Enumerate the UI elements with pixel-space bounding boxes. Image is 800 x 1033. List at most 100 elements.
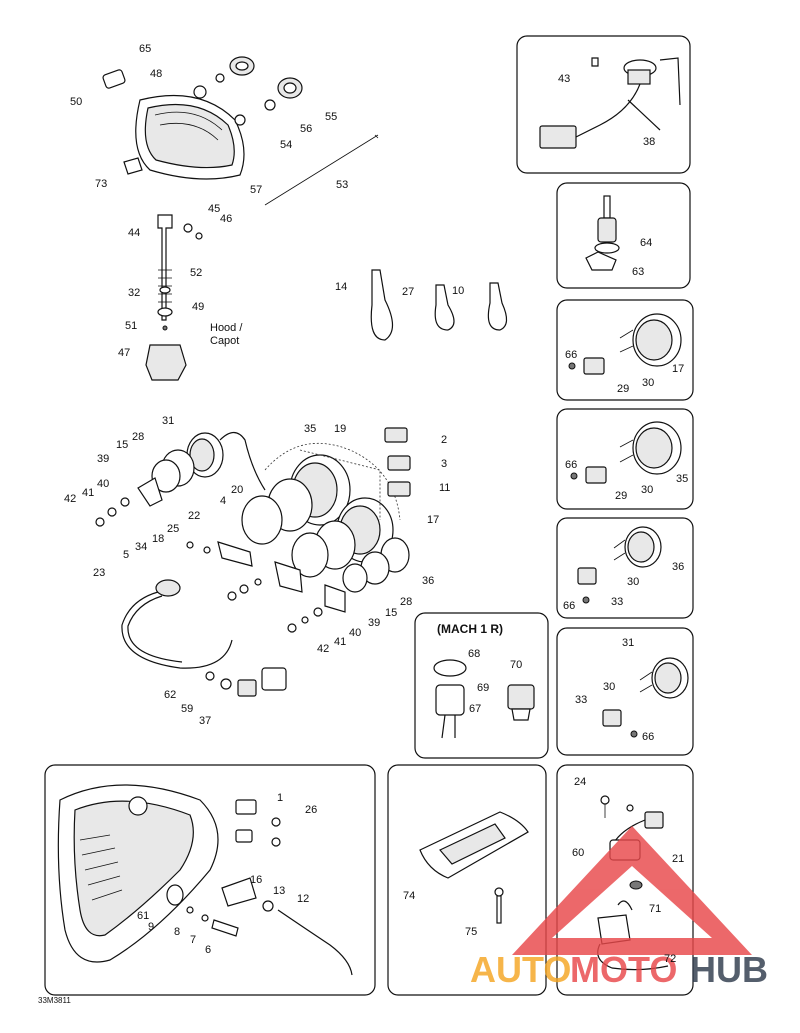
callout-74: 74 (403, 890, 415, 902)
callout-60: 60 (572, 847, 584, 859)
panel-gauge-31 (556, 627, 694, 756)
watermark: AUTO MOTO HUB (470, 826, 768, 990)
callout-66: 66 (642, 731, 654, 743)
cable-ties (370, 269, 508, 341)
callout-27: 27 (402, 286, 414, 298)
watermark-word-auto: AUTO (470, 949, 571, 990)
callout-31: 31 (162, 415, 174, 427)
callout-66: 66 (563, 600, 575, 612)
console-assembly (57, 784, 353, 976)
callout-28: 28 (400, 596, 412, 608)
callout-43: 43 (558, 73, 570, 85)
callout-47: 47 (118, 347, 130, 359)
callout-21: 21 (672, 853, 684, 865)
callout-26: 26 (305, 804, 317, 816)
panel-gauge-36 (556, 517, 694, 619)
callout-48: 48 (150, 68, 162, 80)
panel-plate (387, 764, 547, 996)
callout-40: 40 (97, 478, 109, 490)
callout-50: 50 (70, 96, 82, 108)
callout-11: 11 (439, 482, 450, 494)
callout-5: 5 (123, 549, 129, 561)
watermark-triangle-logo (512, 826, 752, 955)
callout-73: 73 (95, 178, 107, 190)
callout-30: 30 (641, 484, 653, 496)
mounting-plate (419, 811, 529, 924)
callout-33: 33 (575, 694, 587, 706)
callout-15: 15 (116, 439, 128, 451)
callout-52: 52 (190, 267, 202, 279)
callout-57: 57 (250, 184, 262, 196)
mach1r-parts (433, 659, 535, 739)
gauge-panel-31-art (602, 657, 689, 738)
callout-39: 39 (97, 453, 109, 465)
callout-71: 71 (649, 903, 661, 915)
callout-20: 20 (231, 484, 243, 496)
callout-31: 31 (622, 637, 634, 649)
callout-1: 1 (277, 792, 283, 804)
callout-62: 62 (164, 689, 176, 701)
callout-35: 35 (304, 423, 316, 435)
callout-42: 42 (317, 643, 329, 655)
callout-36: 36 (422, 575, 434, 587)
panel-harness (556, 764, 694, 996)
callout-15: 15 (385, 607, 397, 619)
callout-17: 17 (427, 514, 439, 526)
callout-12: 12 (297, 893, 309, 905)
callout-24: 24 (574, 776, 586, 788)
callout-66: 66 (565, 349, 577, 361)
panel-fuel-sender (516, 35, 691, 174)
callout-54: 54 (280, 139, 292, 151)
callout-25: 25 (167, 523, 179, 535)
callout-40: 40 (349, 627, 361, 639)
callout-37: 37 (199, 715, 211, 727)
callout-55: 55 (325, 111, 337, 123)
callout-72: 72 (664, 953, 676, 965)
callout-23: 23 (93, 567, 105, 579)
gauge-panel-35-art (570, 421, 682, 484)
callout-22: 22 (188, 510, 200, 522)
callout-75: 75 (465, 926, 477, 938)
callout-32: 32 (128, 287, 140, 299)
callout-42: 42 (64, 493, 76, 505)
callout-29: 29 (615, 490, 627, 502)
watermark-word-moto: MOTO (570, 949, 677, 990)
hood-label-line1: Hood / (210, 322, 243, 334)
callout-28: 28 (132, 431, 144, 443)
callout-46: 46 (220, 213, 232, 225)
callout-7: 7 (190, 934, 196, 946)
callout-41: 41 (82, 487, 94, 499)
callout-18: 18 (152, 533, 164, 545)
callout-33: 33 (611, 596, 623, 608)
callout-10: 10 (452, 285, 464, 297)
callout-16: 16 (250, 874, 262, 886)
variant-label: (MACH 1 R) (437, 622, 503, 636)
callout-8: 8 (174, 926, 180, 938)
callout-41: 41 (334, 636, 346, 648)
panel-mach1r (414, 612, 549, 759)
hood-label-line2: Capot (210, 335, 239, 347)
doc-code: 33M3811 (38, 996, 71, 1005)
gauge-panel-17-art (568, 313, 682, 375)
callout-69: 69 (477, 682, 489, 694)
callout-59: 59 (181, 703, 193, 715)
callout-13: 13 (273, 885, 285, 897)
callout-45: 45 (208, 203, 220, 215)
panel-gauge-35 (556, 408, 694, 510)
callout-19: 19 (334, 423, 346, 435)
callout-65: 65 (139, 43, 151, 55)
callout-30: 30 (603, 681, 615, 693)
callout-36: 36 (672, 561, 684, 573)
callout-34: 34 (135, 541, 147, 553)
callout-53: 53 (336, 179, 348, 191)
callout-66: 66 (565, 459, 577, 471)
callout-68: 68 (468, 648, 480, 660)
callout-4: 4 (220, 495, 226, 507)
callout-17: 17 (672, 363, 684, 375)
callout-14: 14 (335, 281, 347, 293)
callout-3: 3 (441, 458, 447, 470)
panel-console (44, 764, 376, 996)
fuel-sender (539, 57, 681, 149)
